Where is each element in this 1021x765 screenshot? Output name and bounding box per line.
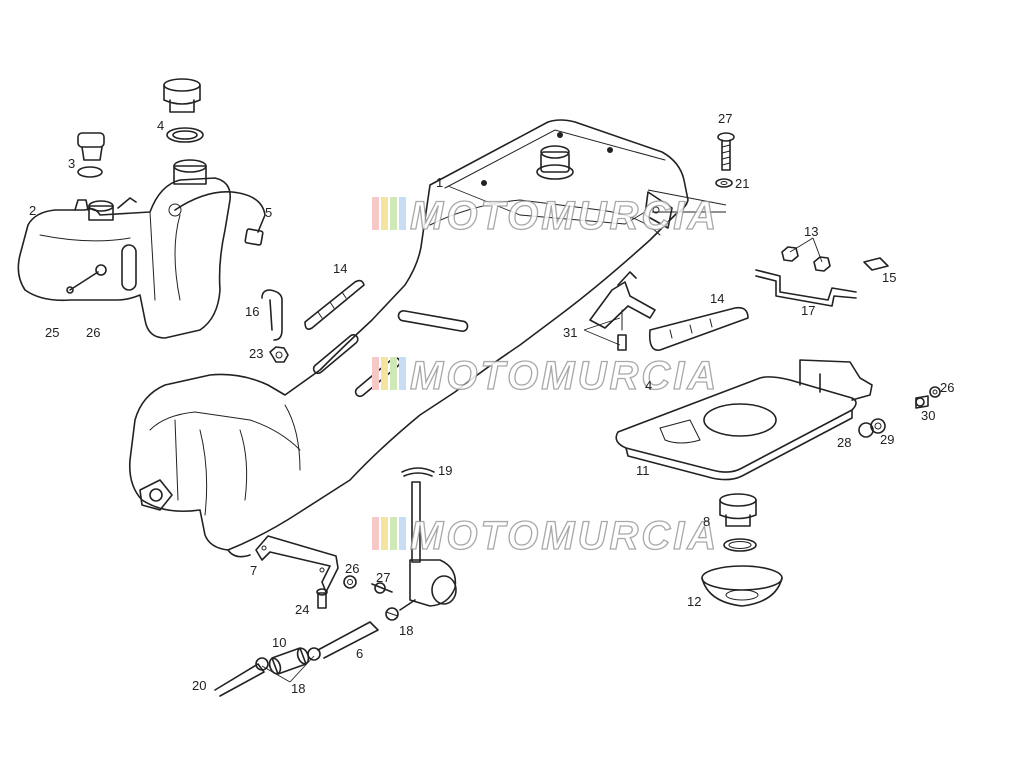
watermark-stripe <box>381 357 388 390</box>
watermark-stripe <box>372 517 379 550</box>
screw-24 <box>316 588 328 609</box>
watermark-middle: MOTOMURCIA <box>372 353 719 399</box>
label-part-8: 8 <box>703 514 710 529</box>
watermark-stripe <box>372 357 379 390</box>
label-part-7: 7 <box>250 563 257 578</box>
screw-27-lower <box>371 582 393 594</box>
label-part-3: 3 <box>68 156 75 171</box>
label-part-14-right: 14 <box>710 291 724 306</box>
watermark-stripe <box>399 357 406 390</box>
label-part-27-top: 27 <box>718 111 732 126</box>
label-part-23: 23 <box>249 346 263 361</box>
label-part-1: 1 <box>436 175 443 190</box>
watermark-text: MOTOMURCIA <box>410 194 719 238</box>
label-part-24: 24 <box>295 602 309 617</box>
label-part-10: 10 <box>272 635 286 650</box>
rubber-strip-right <box>648 306 749 351</box>
label-part-18-lower: 18 <box>291 681 305 696</box>
clip-15 <box>863 257 889 271</box>
label-part-31: 31 <box>563 325 577 340</box>
label-part-16: 16 <box>245 304 259 319</box>
label-part-12: 12 <box>687 594 701 609</box>
hose-clamp-19 <box>401 467 435 477</box>
label-part-19: 19 <box>438 463 452 478</box>
leader-lines <box>261 185 823 683</box>
label-part-25: 25 <box>45 325 59 340</box>
watermark-stripe <box>399 517 406 550</box>
label-part-30: 30 <box>921 408 935 423</box>
watermark-stripe <box>390 357 397 390</box>
label-part-5: 5 <box>265 205 272 220</box>
watermark-bottom: MOTOMURCIA <box>372 513 719 559</box>
filler-seal-12 <box>701 565 783 607</box>
label-part-27-lower: 27 <box>376 570 390 585</box>
breather-hose <box>261 289 283 341</box>
label-part-26-left: 26 <box>86 325 100 340</box>
label-part-6: 6 <box>356 646 363 661</box>
hose-clip-18-upper <box>385 607 399 621</box>
label-part-26-right: 26 <box>940 380 954 395</box>
watermark-stripe <box>390 197 397 230</box>
nuts-13 <box>781 246 831 272</box>
oil-cap <box>77 132 105 178</box>
label-part-14-left: 14 <box>333 261 347 276</box>
fuel-filter-10 <box>268 647 310 675</box>
fuel-tap <box>399 481 457 611</box>
oil-tank-bolt <box>66 264 107 294</box>
screw-30 <box>915 395 929 409</box>
oil-level-sensor-wire <box>174 191 266 246</box>
oil-tank <box>17 159 232 339</box>
main-tank-frame <box>128 119 689 558</box>
watermark-stripe <box>381 197 388 230</box>
label-part-4-middle: 4 <box>645 378 652 393</box>
watermark-stripe <box>381 517 388 550</box>
watermark-stripe <box>372 197 379 230</box>
label-part-4-upper: 4 <box>157 118 164 133</box>
rubber-strip-left <box>304 279 365 330</box>
label-part-15: 15 <box>882 270 896 285</box>
fuel-tap-bracket-7 <box>255 535 339 593</box>
watermark-stripe <box>399 197 406 230</box>
label-part-17: 17 <box>801 303 815 318</box>
watermark-text: MOTOMURCIA <box>410 514 719 558</box>
label-part-26-lower: 26 <box>345 561 359 576</box>
label-part-13: 13 <box>804 224 818 239</box>
part-labels: 1 2 3 4 4 5 6 7 8 10 11 12 13 14 14 15 1… <box>29 111 954 696</box>
fuel-hose-20 <box>214 663 265 697</box>
label-part-21: 21 <box>735 176 749 191</box>
label-part-18-upper: 18 <box>399 623 413 638</box>
washer-26-right <box>929 386 941 398</box>
bracket-17 <box>755 269 857 307</box>
fuel-hose-6 <box>317 621 379 659</box>
label-part-29: 29 <box>880 432 894 447</box>
washer-26-lower <box>343 575 357 589</box>
watermark-top: MOTOMURCIA <box>372 193 719 239</box>
grommet-28-29 <box>858 418 886 438</box>
fuel-cap-8 <box>719 493 757 552</box>
watermark-stripe <box>390 517 397 550</box>
nut-23 <box>269 346 289 363</box>
hose-clips-18-lower <box>255 647 321 671</box>
screw-27-top <box>715 132 735 188</box>
fuel-cap-upper <box>163 78 204 143</box>
watermark-text: MOTOMURCIA <box>410 354 719 398</box>
label-part-28: 28 <box>837 435 851 450</box>
label-part-20: 20 <box>192 678 206 693</box>
label-part-11: 11 <box>636 463 650 478</box>
label-part-2: 2 <box>29 203 36 218</box>
battery-tray <box>615 359 873 481</box>
